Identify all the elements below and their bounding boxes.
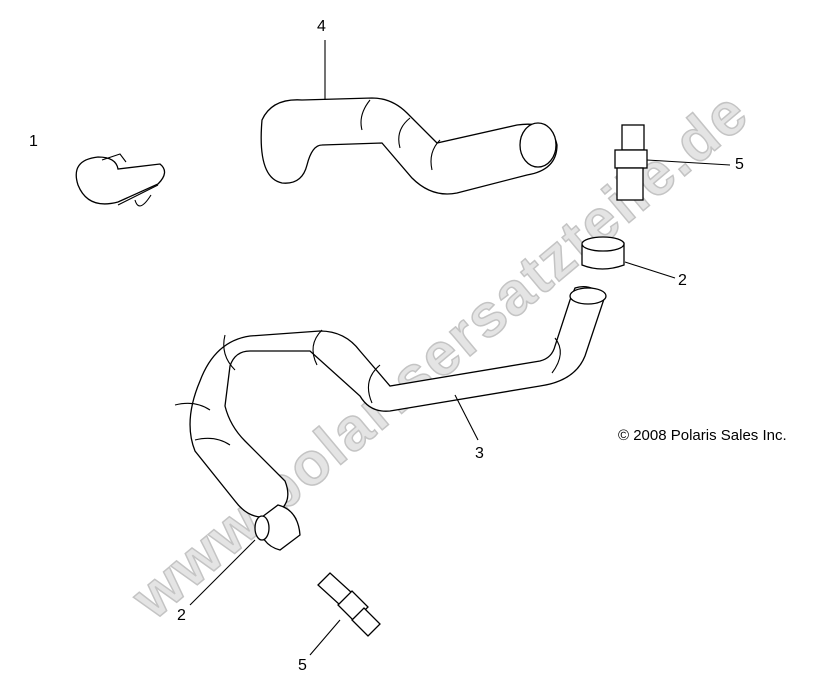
callout-3: 3 — [475, 445, 484, 462]
callout-1: 1 — [29, 133, 38, 150]
copyright-notice: © 2008 Polaris Sales Inc. — [618, 427, 787, 444]
part-sleeve-right — [581, 236, 676, 279]
callout-5-upper: 5 — [735, 156, 744, 173]
callout-2-right: 2 — [678, 272, 687, 289]
part-fitting-upper — [614, 124, 731, 201]
part-lower-hose — [174, 285, 607, 518]
part-upper-hose — [260, 40, 558, 195]
part-fitting-lower — [309, 572, 381, 656]
part-clamp — [75, 153, 166, 207]
callout-4: 4 — [317, 18, 326, 35]
callout-2-left: 2 — [177, 607, 186, 624]
callout-5-lower: 5 — [298, 657, 307, 674]
part-sleeve-left — [189, 504, 301, 606]
